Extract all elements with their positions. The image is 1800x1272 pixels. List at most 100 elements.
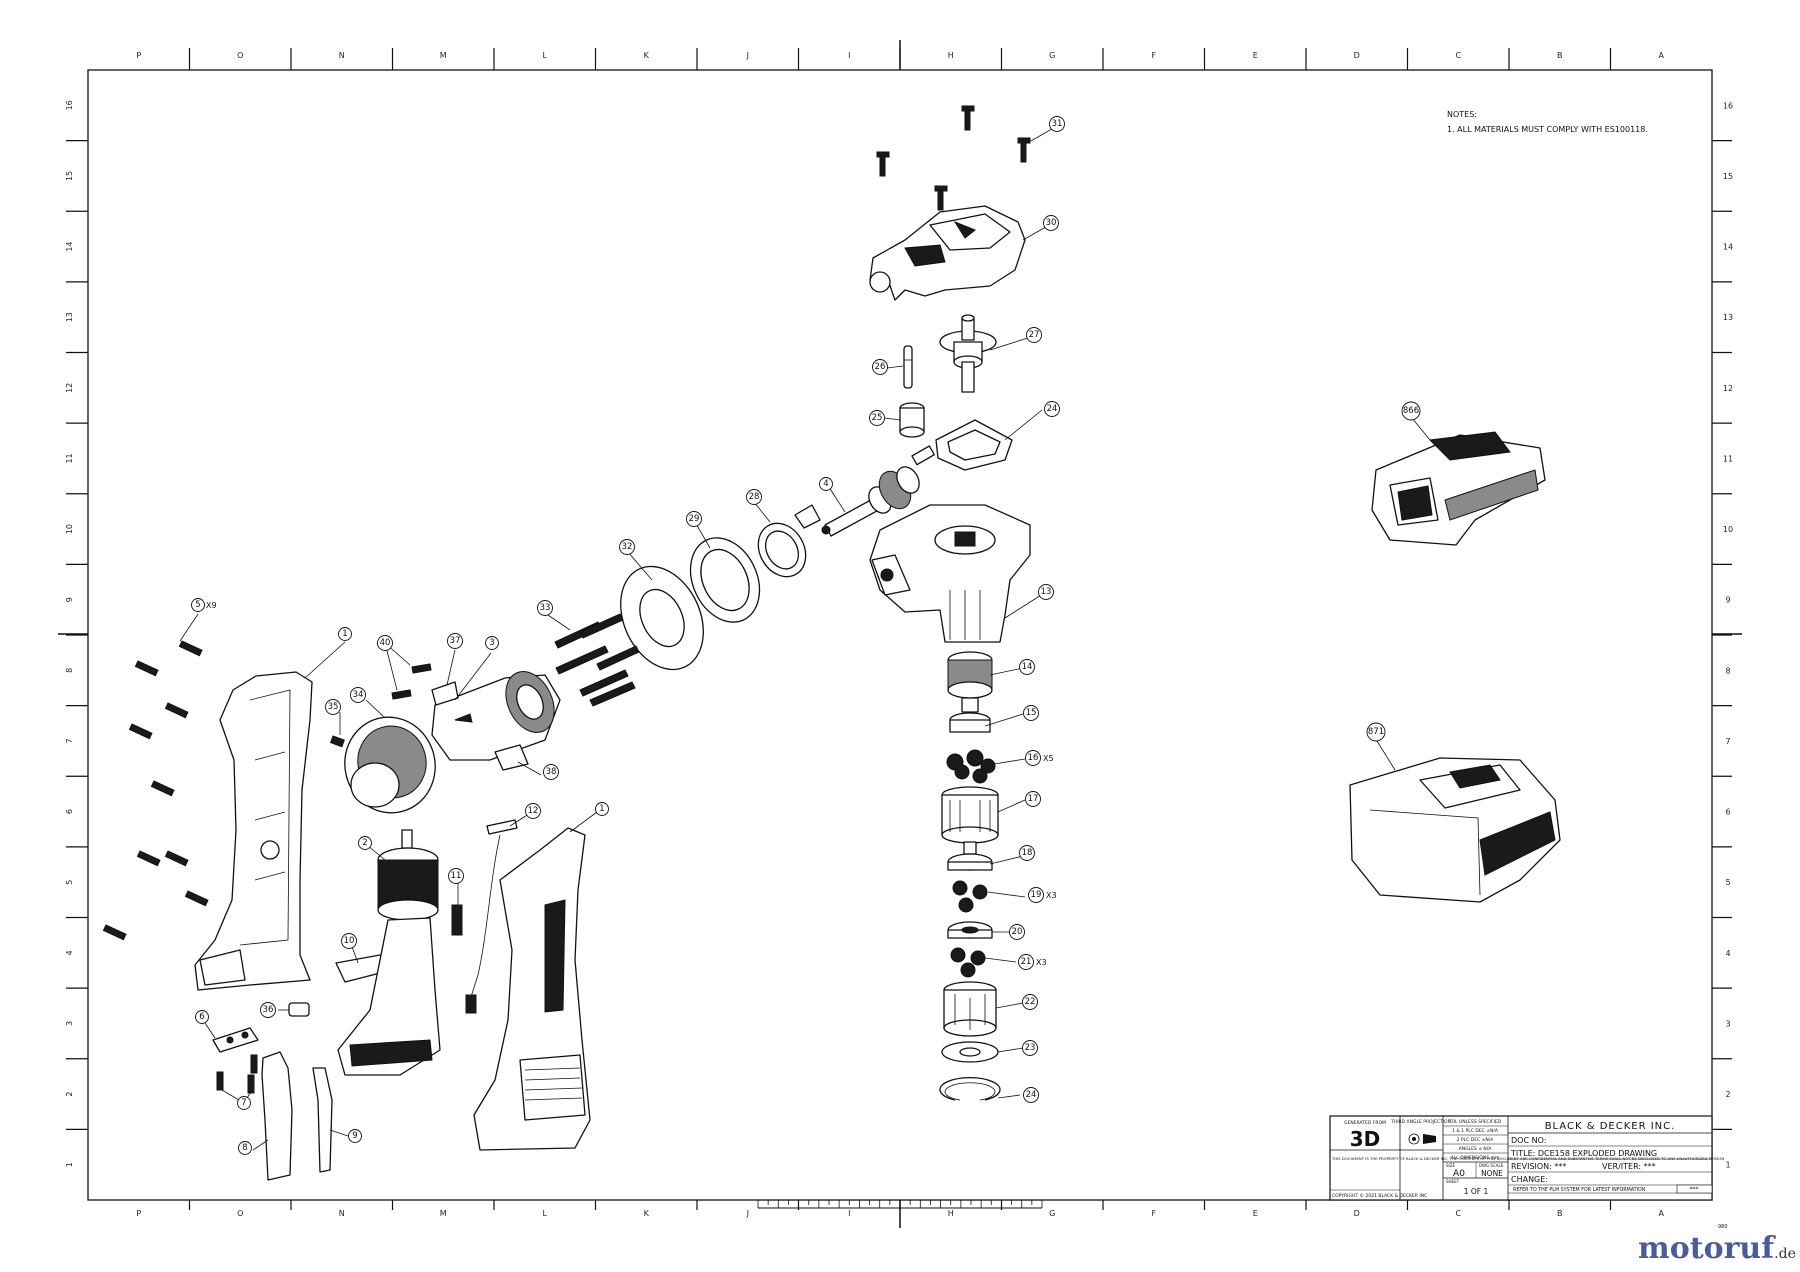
zone-right-6: 6	[1725, 808, 1730, 817]
tb-size-value: A0	[1453, 1169, 1465, 1179]
tb-scale-label: DWG SCALE	[1479, 1163, 1504, 1168]
zone-left-1: 1	[65, 1162, 74, 1167]
svg-text:33: 33	[540, 603, 551, 613]
zone-bottom-M: M	[440, 1209, 447, 1218]
callout-25: 24	[1044, 401, 1060, 417]
svg-text:16: 16	[1028, 753, 1039, 763]
battery-866	[1371, 431, 1546, 546]
spindle-gear-28	[939, 314, 997, 393]
svg-text:17: 17	[1028, 794, 1039, 804]
motor-mount-3	[431, 671, 561, 761]
zone-left-11: 11	[65, 453, 74, 463]
trigger-8	[261, 1051, 293, 1181]
svg-text:2: 2	[362, 838, 367, 848]
zone-top-P: P	[136, 51, 141, 60]
svg-text:38: 38	[546, 767, 557, 777]
zone-left-5: 5	[65, 880, 74, 885]
planet-gears-21	[950, 947, 986, 978]
parts-group	[102, 105, 1561, 1181]
svg-text:3: 3	[489, 638, 494, 648]
zone-top-B: B	[1557, 51, 1563, 60]
zone-left-15: 15	[65, 171, 74, 181]
zone-left-12: 12	[65, 383, 74, 393]
svg-text:866: 866	[1403, 406, 1419, 416]
zone-right-2: 2	[1725, 1090, 1730, 1099]
svg-text:30: 30	[1046, 218, 1057, 228]
callout-1b: 1	[595, 802, 609, 816]
tb-tol-3: ANGLES ± N/A	[1459, 1146, 1493, 1152]
svg-text:6: 6	[199, 1012, 204, 1022]
zone-right-12: 12	[1723, 384, 1733, 393]
tb-doc-no: DOC NO:	[1511, 1136, 1546, 1145]
tb-tol-1: 1 & 1 PLC DEC ±N/A	[1452, 1128, 1499, 1134]
svg-text:9: 9	[352, 1131, 357, 1141]
zone-top-A: A	[1659, 51, 1665, 60]
screw-32-d	[934, 185, 948, 211]
callout-28: 27	[1026, 327, 1042, 343]
callout-40: 40	[377, 635, 393, 651]
zone-left-9: 9	[65, 597, 74, 602]
zone-right-1: 1	[1725, 1161, 1730, 1170]
tb-projection: THIRD ANGLE PROJECTION	[1390, 1119, 1451, 1125]
zone-bottom-H: H	[948, 1209, 954, 1218]
svg-text:1: 1	[342, 629, 347, 639]
svg-text:21: 21	[1021, 957, 1032, 967]
tb-generated-value: 3D	[1350, 1127, 1381, 1151]
tb-sheet-label: SHEET	[1446, 1179, 1460, 1184]
callout-12: 12	[525, 803, 541, 819]
sun-gear-15	[949, 697, 991, 733]
zone-top-K: K	[644, 51, 650, 60]
zone-left-8: 8	[65, 668, 74, 673]
note-1: 1. ALL MATERIALS MUST COMPLY WITH ES1001…	[1447, 125, 1648, 134]
callout-32: 31	[1049, 116, 1065, 132]
housing-right-1	[473, 827, 591, 1151]
callout-19-qty: X3	[1046, 891, 1057, 900]
callout-39: 38	[543, 764, 559, 780]
tb-tol-header: TOL UNLESS SPECIFIED	[1448, 1119, 1502, 1125]
svg-text:23: 23	[1025, 1043, 1036, 1053]
connector-11	[451, 904, 463, 936]
svg-text:34: 34	[353, 690, 364, 700]
screw-32-c	[876, 151, 890, 177]
callout-31: 30	[1043, 215, 1059, 231]
tb-revision: REVISION: ***	[1511, 1162, 1566, 1171]
zone-bottom-P: P	[136, 1209, 141, 1218]
svg-text:4: 4	[823, 479, 828, 489]
callout-866: 866	[1401, 401, 1421, 421]
svg-text:11: 11	[451, 871, 462, 881]
callout-27: 26	[872, 359, 888, 375]
zone-bottom-I: I	[848, 1209, 850, 1218]
svg-text:24: 24	[1047, 404, 1058, 414]
tb-property-note: THIS DOCUMENT IS THE PROPERTY OF BLACK &…	[1331, 1156, 1724, 1161]
zone-right-10: 10	[1723, 525, 1733, 534]
svg-text:8: 8	[242, 1143, 247, 1153]
callout-20: 20	[1009, 924, 1025, 940]
svg-text:20: 20	[1012, 927, 1023, 937]
callout-8: 8	[238, 1141, 252, 1155]
tb-plm-note: REFER TO THE PLM SYSTEM FOR LATEST INFOR…	[1513, 1187, 1646, 1193]
svg-text:871: 871	[1368, 727, 1384, 737]
tb-generated-from: GENERATED FROM	[1344, 1120, 1386, 1126]
callout-15: 15	[1023, 705, 1039, 721]
callout-35: 34	[350, 687, 366, 703]
zone-top-J: J	[746, 51, 749, 60]
svg-text:7: 7	[241, 1098, 246, 1108]
zone-right-13: 13	[1723, 313, 1733, 322]
callout-38: 37	[447, 633, 463, 649]
tb-ver-iter: VER/ITER: ***	[1602, 1162, 1656, 1171]
callout-11: 11	[448, 868, 464, 884]
bevel-shaft-4	[821, 445, 935, 537]
callout-34: 33	[537, 600, 553, 616]
flange-33	[620, 565, 704, 671]
svg-text:37: 37	[450, 636, 461, 646]
ring-30	[689, 537, 761, 623]
tb-tol-2: 2 PLC DEC ±N/A	[1457, 1137, 1495, 1143]
bushing-26	[899, 402, 925, 438]
housing-left-1	[194, 671, 313, 991]
zone-bottom-J: J	[746, 1209, 749, 1218]
clip-39	[494, 744, 529, 771]
title-block: GENERATED FROM 3D THIRD ANGLE PROJECTION…	[1329, 1115, 1724, 1201]
